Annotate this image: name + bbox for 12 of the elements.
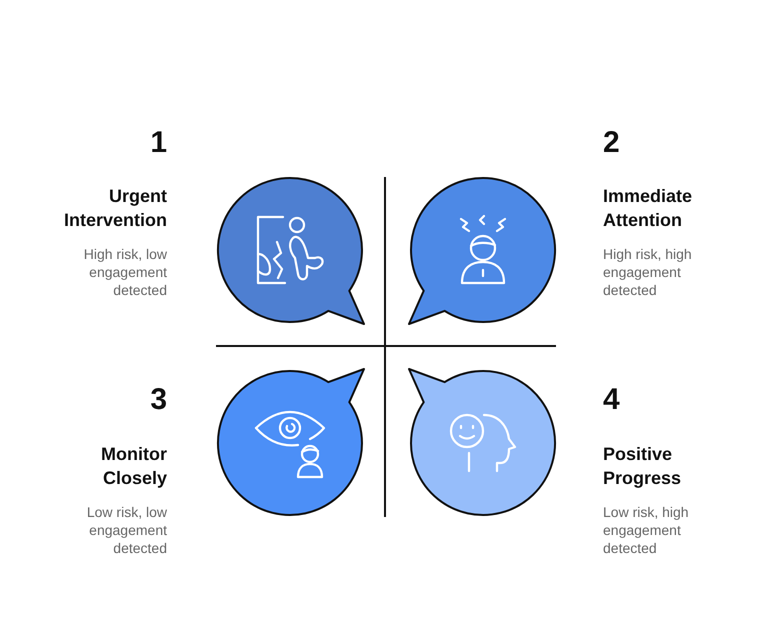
quadrant-number: 4 — [603, 384, 620, 416]
quadrant-number: 3 — [150, 384, 167, 416]
quadrant-heading: Monitor Closely — [100, 443, 167, 490]
quadrant-heading: Urgent Intervention — [62, 185, 167, 232]
quadrant-description: Low risk, high engagement detected — [603, 503, 690, 557]
quadrant-heading: Immediate Attention — [603, 185, 694, 232]
quadrant-description: High risk, high engagement detected — [603, 245, 693, 299]
quadrant-heading: Positive Progress — [603, 443, 682, 490]
quadrant-number: 2 — [603, 127, 620, 159]
quadrant-description: Low risk, low engagement detected — [86, 503, 167, 557]
quadrant-description: High risk, low engagement detected — [82, 245, 167, 299]
quadrant-number: 1 — [150, 127, 167, 159]
